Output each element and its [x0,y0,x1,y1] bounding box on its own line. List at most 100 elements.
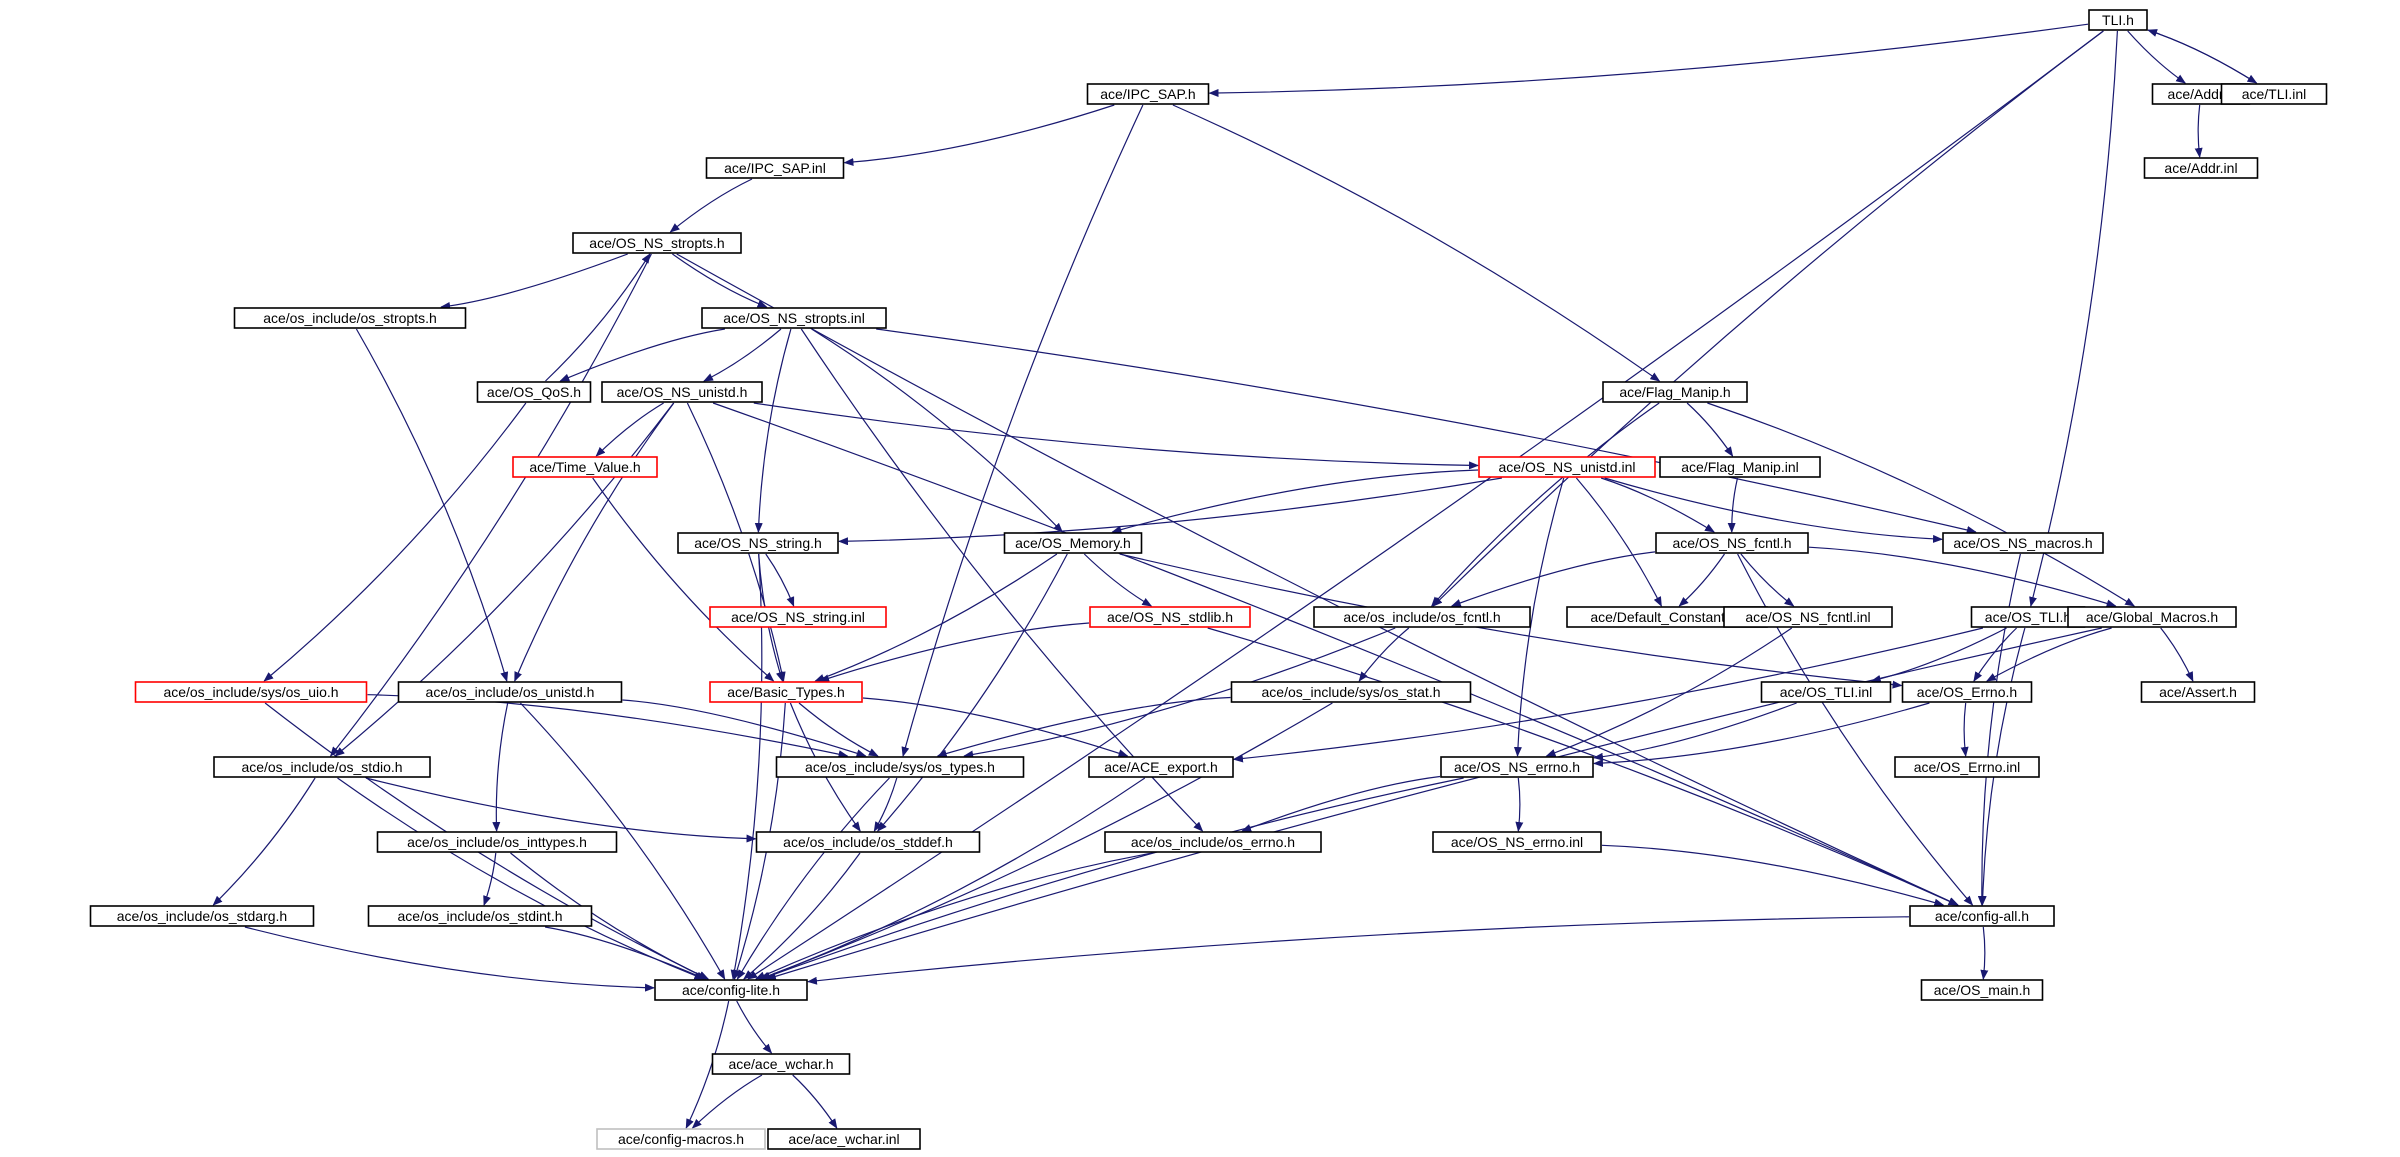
edge-os-ns-stropts-inl-to-os-memory-h [811,328,1063,533]
node-os-include-errno-h[interactable]: ace/os_include/os_errno.h [1104,831,1322,853]
node-box[interactable] [476,381,592,403]
node-box[interactable] [233,307,467,329]
node-tli-h[interactable]: TLI.h [2088,9,2148,31]
node-box[interactable] [367,905,593,927]
node-os-ns-fcntl-h[interactable]: ace/OS_NS_fcntl.h [1655,532,1809,554]
node-time-value-h[interactable]: ace/Time_Value.h [512,456,658,478]
node-os-ns-unistd-inl[interactable]: ace/OS_NS_unistd.inl [1478,456,1656,478]
node-box[interactable] [1230,681,1472,703]
node-os-ns-fcntl-inl[interactable]: ace/OS_NS_fcntl.inl [1723,606,1893,628]
node-os-ns-unistd-h[interactable]: ace/OS_NS_unistd.h [601,381,763,403]
node-os-include-unistd-h[interactable]: ace/os_include/os_unistd.h [397,681,623,703]
node-box[interactable] [711,1053,851,1075]
node-box[interactable] [2143,157,2259,179]
node-box[interactable] [767,1128,921,1150]
node-box[interactable] [1659,456,1821,478]
node-box[interactable] [701,307,887,329]
node-box[interactable] [1942,532,2104,554]
node-os-ns-stdlib-h[interactable]: ace/OS_NS_stdlib.h [1089,606,1251,628]
node-tli-inl[interactable]: ace/TLI.inl [2220,83,2328,105]
node-box[interactable] [134,681,368,703]
node-ace-wchar-inl[interactable]: ace/ace_wchar.inl [767,1128,921,1150]
node-os-qos-h[interactable]: ace/OS_QoS.h [476,381,592,403]
node-box[interactable] [1313,606,1531,628]
node-os-include-stdarg-h[interactable]: ace/os_include/os_stdarg.h [89,905,315,927]
node-box[interactable] [1088,756,1234,778]
node-box[interactable] [572,232,742,254]
node-box[interactable] [1760,681,1892,703]
node-box[interactable] [1655,532,1809,554]
node-box[interactable] [1723,606,1893,628]
node-box[interactable] [376,831,618,853]
node-config-macros-h[interactable]: ace/config-macros.h [596,1128,766,1150]
node-global-macros-h[interactable]: ace/Global_Macros.h [2067,606,2237,628]
node-box[interactable] [1104,831,1322,853]
node-box[interactable] [601,381,763,403]
node-box[interactable] [705,157,845,179]
node-os-tli-inl[interactable]: ace/OS_TLI.inl [1760,681,1892,703]
node-box[interactable] [1432,831,1602,853]
node-box[interactable] [596,1128,766,1150]
node-os-include-stdint-h[interactable]: ace/os_include/os_stdint.h [367,905,593,927]
node-sys-os-stat-h[interactable]: ace/os_include/sys/os_stat.h [1230,681,1472,703]
node-box[interactable] [1089,606,1251,628]
edge-os-ns-stropts-inl-to-os-ns-macros-h [876,328,1977,534]
node-ace-export-h[interactable]: ace/ACE_export.h [1088,756,1234,778]
node-box[interactable] [1909,905,2055,927]
node-os-include-stddef-h[interactable]: ace/os_include/os_stddef.h [755,831,981,853]
node-box[interactable] [1920,979,2044,1001]
node-config-lite-h[interactable]: ace/config-lite.h [654,979,808,1001]
node-assert-h[interactable]: ace/Assert.h [2140,681,2256,703]
node-box[interactable] [1440,756,1594,778]
node-flag-manip-inl[interactable]: ace/Flag_Manip.inl [1659,456,1821,478]
node-box[interactable] [2067,606,2237,628]
node-box[interactable] [1478,456,1656,478]
node-os-errno-inl[interactable]: ace/OS_Errno.inl [1894,756,2040,778]
node-box[interactable] [775,756,1025,778]
node-box[interactable] [89,905,315,927]
node-sys-os-uio-h[interactable]: ace/os_include/sys/os_uio.h [134,681,368,703]
node-os-tli-h[interactable]: ace/OS_TLI.h [1970,606,2086,628]
node-config-all-h[interactable]: ace/config-all.h [1909,905,2055,927]
node-box[interactable] [1003,532,1143,554]
node-box[interactable] [709,606,887,628]
node-box[interactable] [2088,9,2148,31]
node-addr-inl[interactable]: ace/Addr.inl [2143,157,2259,179]
node-os-errno-h[interactable]: ace/OS_Errno.h [1901,681,2033,703]
node-box[interactable] [709,681,863,703]
node-box[interactable] [1894,756,2040,778]
node-box[interactable] [1602,381,1748,403]
node-box[interactable] [755,831,981,853]
node-box[interactable] [397,681,623,703]
node-os-ns-string-h[interactable]: ace/OS_NS_string.h [677,532,839,554]
node-os-ns-macros-h[interactable]: ace/OS_NS_macros.h [1942,532,2104,554]
node-os-ns-errno-inl[interactable]: ace/OS_NS_errno.inl [1432,831,1602,853]
node-box[interactable] [677,532,839,554]
node-ipc-sap-h[interactable]: ace/IPC_SAP.h [1086,83,1210,105]
node-label: ace/OS_Errno.inl [1914,759,2021,775]
node-label: ace/OS_main.h [1934,982,2031,998]
node-flag-manip-h[interactable]: ace/Flag_Manip.h [1602,381,1748,403]
node-os-ns-stropts-h[interactable]: ace/OS_NS_stropts.h [572,232,742,254]
node-box[interactable] [2220,83,2328,105]
node-ipc-sap-inl[interactable]: ace/IPC_SAP.inl [705,157,845,179]
node-box[interactable] [1901,681,2033,703]
node-os-ns-errno-h[interactable]: ace/OS_NS_errno.h [1440,756,1594,778]
node-os-include-stdio-h[interactable]: ace/os_include/os_stdio.h [213,756,431,778]
node-sys-os-types-h[interactable]: ace/os_include/sys/os_types.h [775,756,1025,778]
node-os-include-stropts-h[interactable]: ace/os_include/os_stropts.h [233,307,467,329]
node-box[interactable] [2140,681,2256,703]
node-box[interactable] [213,756,431,778]
node-box[interactable] [1086,83,1210,105]
node-os-include-inttypes-h[interactable]: ace/os_include/os_inttypes.h [376,831,618,853]
node-basic-types-h[interactable]: ace/Basic_Types.h [709,681,863,703]
node-ace-wchar-h[interactable]: ace/ace_wchar.h [711,1053,851,1075]
node-default-constants-h[interactable]: ace/Default_Constants.h [1566,606,1768,628]
node-os-ns-stropts-inl[interactable]: ace/OS_NS_stropts.inl [701,307,887,329]
node-os-main-h[interactable]: ace/OS_main.h [1920,979,2044,1001]
node-os-memory-h[interactable]: ace/OS_Memory.h [1003,532,1143,554]
node-os-ns-string-inl[interactable]: ace/OS_NS_string.inl [709,606,887,628]
node-box[interactable] [654,979,808,1001]
node-box[interactable] [512,456,658,478]
node-os-include-fcntl-h[interactable]: ace/os_include/os_fcntl.h [1313,606,1531,628]
